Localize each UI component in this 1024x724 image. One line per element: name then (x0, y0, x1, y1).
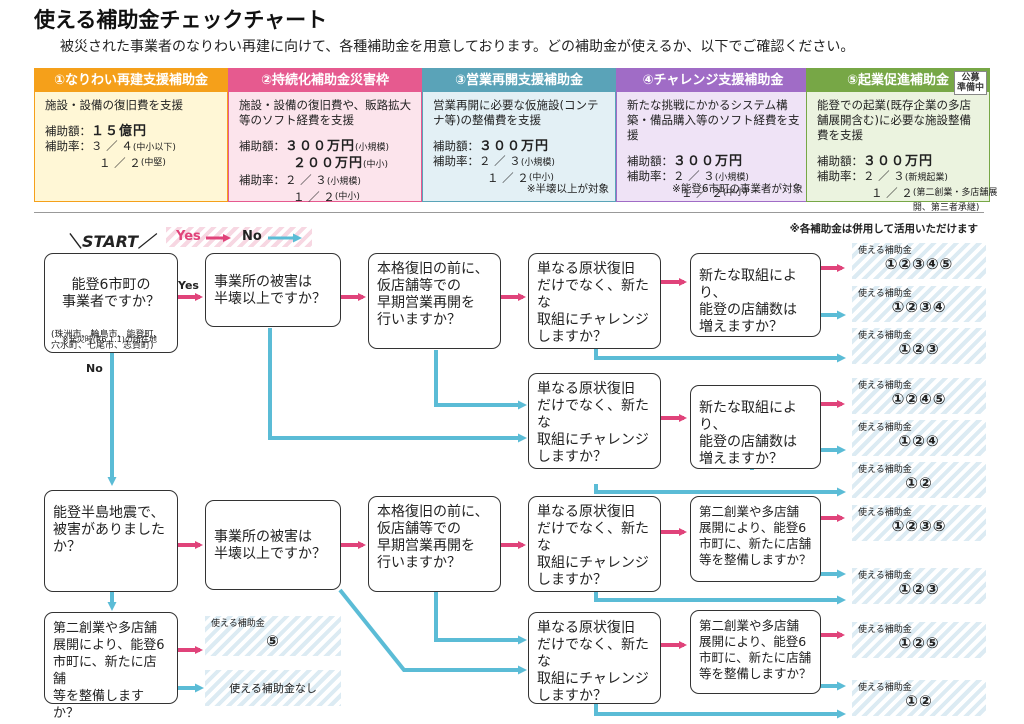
card-note: ※半壊以上が対象 (526, 183, 609, 195)
amount-row: 補助額：３００万円 (627, 154, 744, 169)
page-title: 使える補助金チェックチャート (34, 8, 328, 32)
legend-yes: Yes (176, 229, 201, 244)
question-second-2a: 第二創業や多店舗 展開により、能登6 市町に、新たに店舗 等を整備しますか？ (690, 496, 821, 582)
card-title: ④チャレンジ支援補助金 (617, 69, 809, 92)
subsidy-card: ④チャレンジ支援補助金新たな挑戦にかかるシステム構築・備品購入等のソフト経費を支… (616, 68, 810, 202)
question-store-1b: 新たな取組により、 能登の店舗数は 増えますか？ (690, 385, 821, 469)
page-subtitle: 被災された事業者のなりわい再建に向けて、各種補助金を用意しております。どの補助金… (60, 39, 855, 55)
card-description: 施設・設備の復旧費や、販路拡大等のソフト経費を支援 (239, 98, 412, 127)
question-damage-2: 事業所の被害は 半壊以上ですか？ (205, 500, 341, 590)
legend-no: No (242, 229, 262, 244)
combination-note: ※各補助金は併用して活用いただけます (789, 223, 978, 235)
amount-row: 補助額：３００万円 (433, 139, 550, 154)
question-quake: 能登半島地震で、 被害がありました か？ (44, 490, 178, 592)
question-store-1a: 新たな取組により、 能登の店舗数は 増えますか？ (690, 253, 821, 337)
result-box-none: 使える補助金なし (205, 670, 341, 706)
card-description: 能登での起業(既存企業の多店舗展開含む)に必要な施設整備費を支援 (817, 98, 971, 142)
card-description: 営業再開に必要な仮施設(コンテナ等)の整備費を支援 (433, 98, 599, 127)
card-title: ②持続化補助金災害枠 (229, 69, 421, 92)
divider (34, 212, 984, 213)
subsidy-card: ⑤起業促進補助金公募 準備中能登での起業(既存企業の多店舗展開含む)に必要な施設… (806, 68, 997, 213)
rate-row: 補助率：３ ／ ４(中小以下) (45, 139, 176, 153)
rate-row: 補助率：２ ／ ３(小規模) (627, 169, 749, 183)
subsidy-card: ③営業再開支援補助金営業再開に必要な仮施設(コンテナ等)の整備費を支援補助額：３… (422, 68, 616, 202)
card-note: ※能登6市町の事業者が対象 (672, 183, 803, 195)
question-second-3: 第二創業や多店舗 展開により、能登6 市町に、新たに店舗 等を整備しますか？ (44, 612, 178, 721)
card-title: ③営業再開支援補助金 (423, 69, 615, 92)
yes-label: Yes (178, 279, 199, 292)
amount-row: 補助額：３００万円 (817, 154, 934, 169)
legend: Yes No (166, 227, 312, 247)
question-damage-1: 事業所の被害は 半壊以上ですか？ (205, 253, 341, 327)
amount-row: 補助額：１５億円 (45, 124, 148, 139)
no-label: No (86, 362, 103, 375)
location-note: ※発災時(R6.1.1)の所在地 (62, 335, 157, 344)
question-reopen-1: 本格復旧の前に、 仮店舗等での 早期営業再開を 行いますか？ (368, 253, 501, 349)
question-challenge-2a: 単なる原状復旧 だけでなく、新たな 取組にチャレンジ しますか？ (528, 496, 661, 592)
question-challenge-1b: 単なる原状復旧 だけでなく、新たな 取組にチャレンジ しますか？ (528, 373, 661, 469)
card-badge: 公募 準備中 (953, 71, 987, 95)
question-noto6: 能登6市町の 事業者ですか？ (珠洲市、輪島市、能登町、穴水町、七尾市、志賀町) (44, 253, 178, 353)
rate-row: 補助率：２ ／ ３(小規模) (433, 154, 555, 168)
start-label: ＼START／ (66, 232, 155, 251)
card-description: 新たな挑戦にかかるシステム構築・備品購入等のソフト経費を支援 (627, 98, 800, 142)
card-description: 施設・設備の復旧費を支援 (45, 98, 183, 112)
subsidy-card: ②持続化補助金災害枠施設・設備の復旧費や、販路拡大等のソフト経費を支援補助額：３… (228, 68, 422, 204)
question-challenge-1a: 単なる原状復旧 だけでなく、新たな 取組にチャレンジ しますか？ (528, 253, 661, 349)
card-title: ①なりわい再建支援補助金 (35, 69, 227, 92)
subsidy-card: ①なりわい再建支援補助金施設・設備の復旧費を支援補助額：１５億円補助率：３ ／ … (34, 68, 228, 202)
rate-row: 補助率：２ ／ ３(小規模) (239, 173, 361, 187)
amount-row: 補助額：３００万円(小規模) (239, 139, 390, 154)
card-title: ⑤起業促進補助金 (807, 69, 989, 92)
question-challenge-2b: 単なる原状復旧 だけでなく、新たな 取組にチャレンジ しますか？ (528, 612, 661, 704)
rate-row: 補助率：２ ／ ３(新規起業) (817, 169, 948, 183)
question-second-2b: 第二創業や多店舗 展開により、能登6 市町に、新たに店舗 等を整備しますか？ (690, 610, 821, 694)
question-reopen-2: 本格復旧の前に、 仮店舗等での 早期営業再開を 行いますか？ (368, 496, 501, 592)
